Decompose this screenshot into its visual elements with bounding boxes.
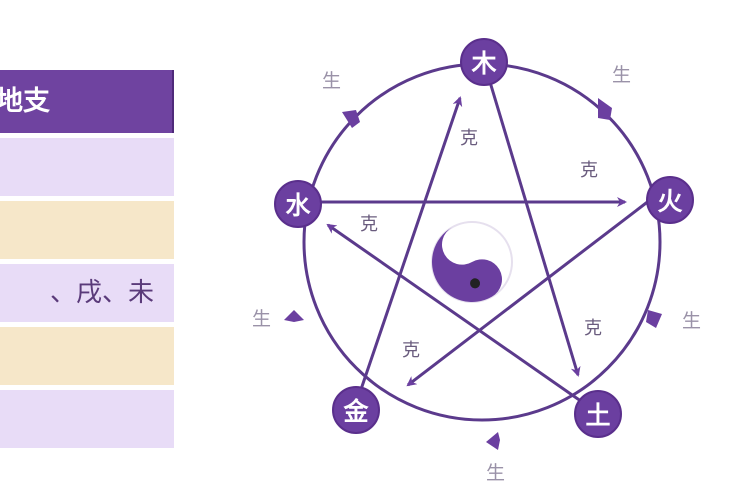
overcome-label: 克	[580, 160, 598, 181]
table-row	[0, 201, 174, 259]
table-row	[0, 390, 174, 448]
cycle-lines	[284, 61, 662, 450]
overcome-label: 克	[402, 340, 420, 361]
table-header: 地支	[0, 70, 174, 133]
generate-arrow-icon	[598, 98, 612, 120]
node-fire: 火	[646, 176, 694, 224]
node-water: 水	[274, 180, 322, 228]
five-elements-diagram: 木 火 土 金 水 生 生 生 生 生 克 克 克 克 克	[230, 20, 730, 500]
generate-arrow-icon	[284, 310, 304, 322]
generate-arrow-icon	[486, 432, 500, 450]
yin-yang-icon	[431, 221, 513, 303]
table-row: 、戌、未	[0, 264, 174, 322]
generate-arrow-icon	[646, 310, 662, 328]
generate-label: 生	[682, 310, 702, 332]
earthly-branches-table: 地支 、戌、未	[0, 70, 174, 448]
generate-label: 生	[322, 70, 342, 92]
node-earth: 土	[574, 390, 622, 438]
overcome-label: 克	[460, 128, 478, 149]
node-wood: 木	[460, 38, 508, 86]
generate-label: 生	[252, 308, 272, 330]
overcome-label: 克	[360, 214, 378, 235]
node-metal: 金	[332, 386, 380, 434]
table-row	[0, 138, 174, 196]
table-row	[0, 327, 174, 385]
generate-label: 生	[486, 462, 506, 484]
generate-arrow-icon	[342, 110, 360, 128]
generate-label: 生	[612, 64, 632, 86]
overcome-label: 克	[584, 318, 602, 339]
